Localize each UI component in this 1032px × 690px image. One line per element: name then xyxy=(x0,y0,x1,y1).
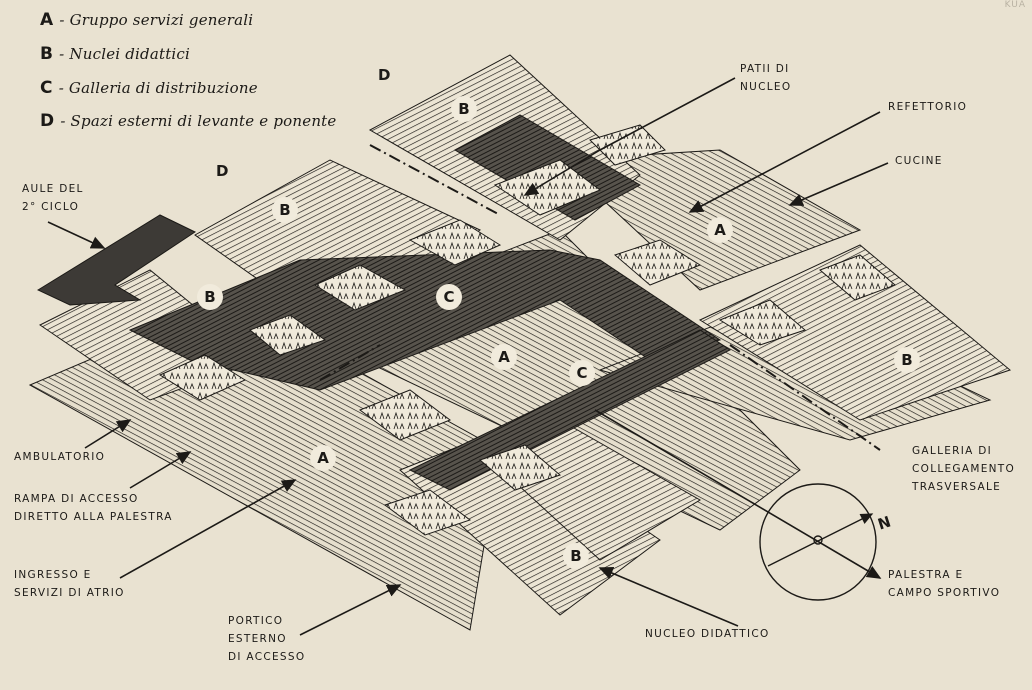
caption-portico: PORTICO ESTERNO DI ACCESSO xyxy=(228,615,306,663)
marker-d-top: D xyxy=(378,66,391,84)
caption-nucleo: NUCLEO DIDATTICO xyxy=(645,628,770,640)
legend-item-d: D- Spazi esterni di levante e ponente xyxy=(40,111,337,131)
legend-item-a: A- Gruppo servizi generali xyxy=(40,10,254,30)
marker-b-left: B xyxy=(197,284,223,310)
classroom-block-dark xyxy=(36,214,197,306)
marker-c-lower: C xyxy=(569,360,595,386)
marker-a-entrance: A xyxy=(310,445,336,471)
caption-palestra: PALESTRA E CAMPO SPORTIVO xyxy=(888,569,1001,599)
caption-galleria: GALLERIA DI COLLEGAMENTO TRASVERSALE xyxy=(912,445,1016,493)
marker-b-bottom: B xyxy=(563,543,589,569)
caption-aule: AULE DEL 2° CICLO xyxy=(22,183,84,213)
caption-cucine: CUCINE xyxy=(895,155,943,167)
marker-a-kitchen: A xyxy=(707,217,733,243)
legend-item-b: B- Nuclei didattici xyxy=(40,44,191,64)
corner-note: KUA xyxy=(1004,0,1026,10)
caption-refettorio: REFETTORIO xyxy=(888,101,968,113)
courtyards xyxy=(158,124,896,536)
caption-rampa: RAMPA DI ACCESSO DIRETTO ALLA PALESTRA xyxy=(14,493,173,523)
section-lines xyxy=(319,144,881,451)
caption-ingresso: INGRESSO E SERVIZI DI ATRIO xyxy=(14,569,125,599)
caption-ambulatorio: AMBULATORIO xyxy=(14,451,106,463)
marker-a-center: A xyxy=(491,344,517,370)
distribution-gallery xyxy=(128,249,731,491)
leader-lines xyxy=(47,77,889,636)
caption-patii: PATII DI NUCLEO xyxy=(740,63,792,93)
legend-item-c: C- Galleria di distribuzione xyxy=(40,78,258,98)
marker-b-top: B xyxy=(451,96,477,122)
marker-b-right: B xyxy=(894,347,920,373)
marker-b-mid: B xyxy=(272,197,298,223)
marker-c-upper: C xyxy=(436,284,462,310)
marker-d-left: D xyxy=(216,162,229,180)
